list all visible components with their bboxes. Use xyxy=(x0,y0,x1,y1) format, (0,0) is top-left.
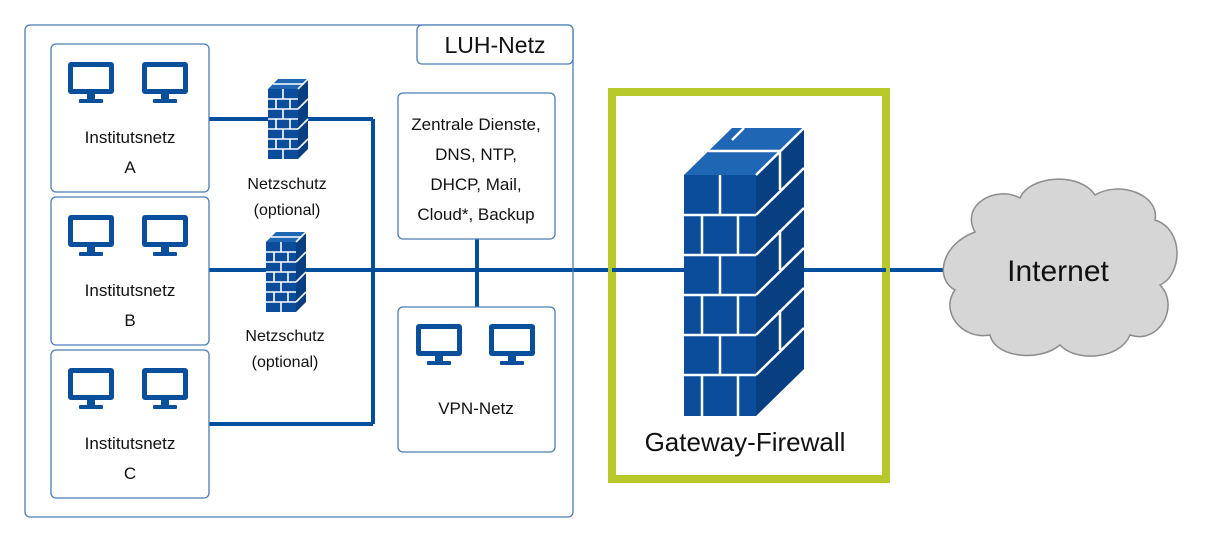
central-services-line-2: DNS, NTP, xyxy=(435,145,517,164)
vpn-netz-label: VPN-Netz xyxy=(438,399,514,418)
central-services-line-3: DHCP, Mail, xyxy=(430,175,521,194)
gateway-frame xyxy=(608,88,890,483)
institutsnetz-a-label: Institutsnetz xyxy=(85,128,176,147)
gateway-firewall: Gateway-Firewall xyxy=(608,88,890,483)
netzschutz-a: Netzschutz (optional) xyxy=(247,78,327,219)
institutsnetz-c: Institutsnetz C xyxy=(50,349,210,499)
netzschutz-a-optional: (optional) xyxy=(254,202,321,219)
luh-netz-container xyxy=(24,24,574,518)
institutsnetz-c-label: Institutsnetz xyxy=(85,434,176,453)
cloud-icon xyxy=(942,178,1178,357)
institutsnetz-a: Institutsnetz A xyxy=(50,43,210,193)
institutsnetz-b: Institutsnetz B xyxy=(50,196,210,346)
internet-label: Internet xyxy=(1007,255,1109,288)
netzschutz-b-optional: (optional) xyxy=(252,354,319,371)
institutsnetz-b-label: Institutsnetz xyxy=(85,281,176,300)
firewall-icon xyxy=(684,127,805,416)
internet-cloud: Internet xyxy=(942,178,1178,357)
vpn-netz-box: VPN-Netz xyxy=(397,306,556,453)
institutsnetz-b-letter: B xyxy=(124,311,135,330)
central-services-line-4: Cloud*, Backup xyxy=(417,205,534,224)
netzschutz-b-label: Netzschutz xyxy=(245,328,324,345)
institutsnetz-c-letter: C xyxy=(124,464,136,483)
central-services-line-1: Zentrale Dienste, xyxy=(411,115,540,134)
gateway-firewall-label: Gateway-Firewall xyxy=(645,427,846,457)
netzschutz-a-label: Netzschutz xyxy=(247,176,326,193)
netzschutz-b: Netzschutz (optional) xyxy=(245,231,325,371)
luh-netz-label-box xyxy=(416,24,574,65)
luh-netz-label: LUH-Netz xyxy=(445,32,546,58)
institutsnetz-a-letter: A xyxy=(124,158,136,177)
central-services-box: Zentrale Dienste, DNS, NTP, DHCP, Mail, … xyxy=(397,92,556,240)
firewall-icon xyxy=(267,78,309,160)
firewall-icon xyxy=(265,231,307,313)
